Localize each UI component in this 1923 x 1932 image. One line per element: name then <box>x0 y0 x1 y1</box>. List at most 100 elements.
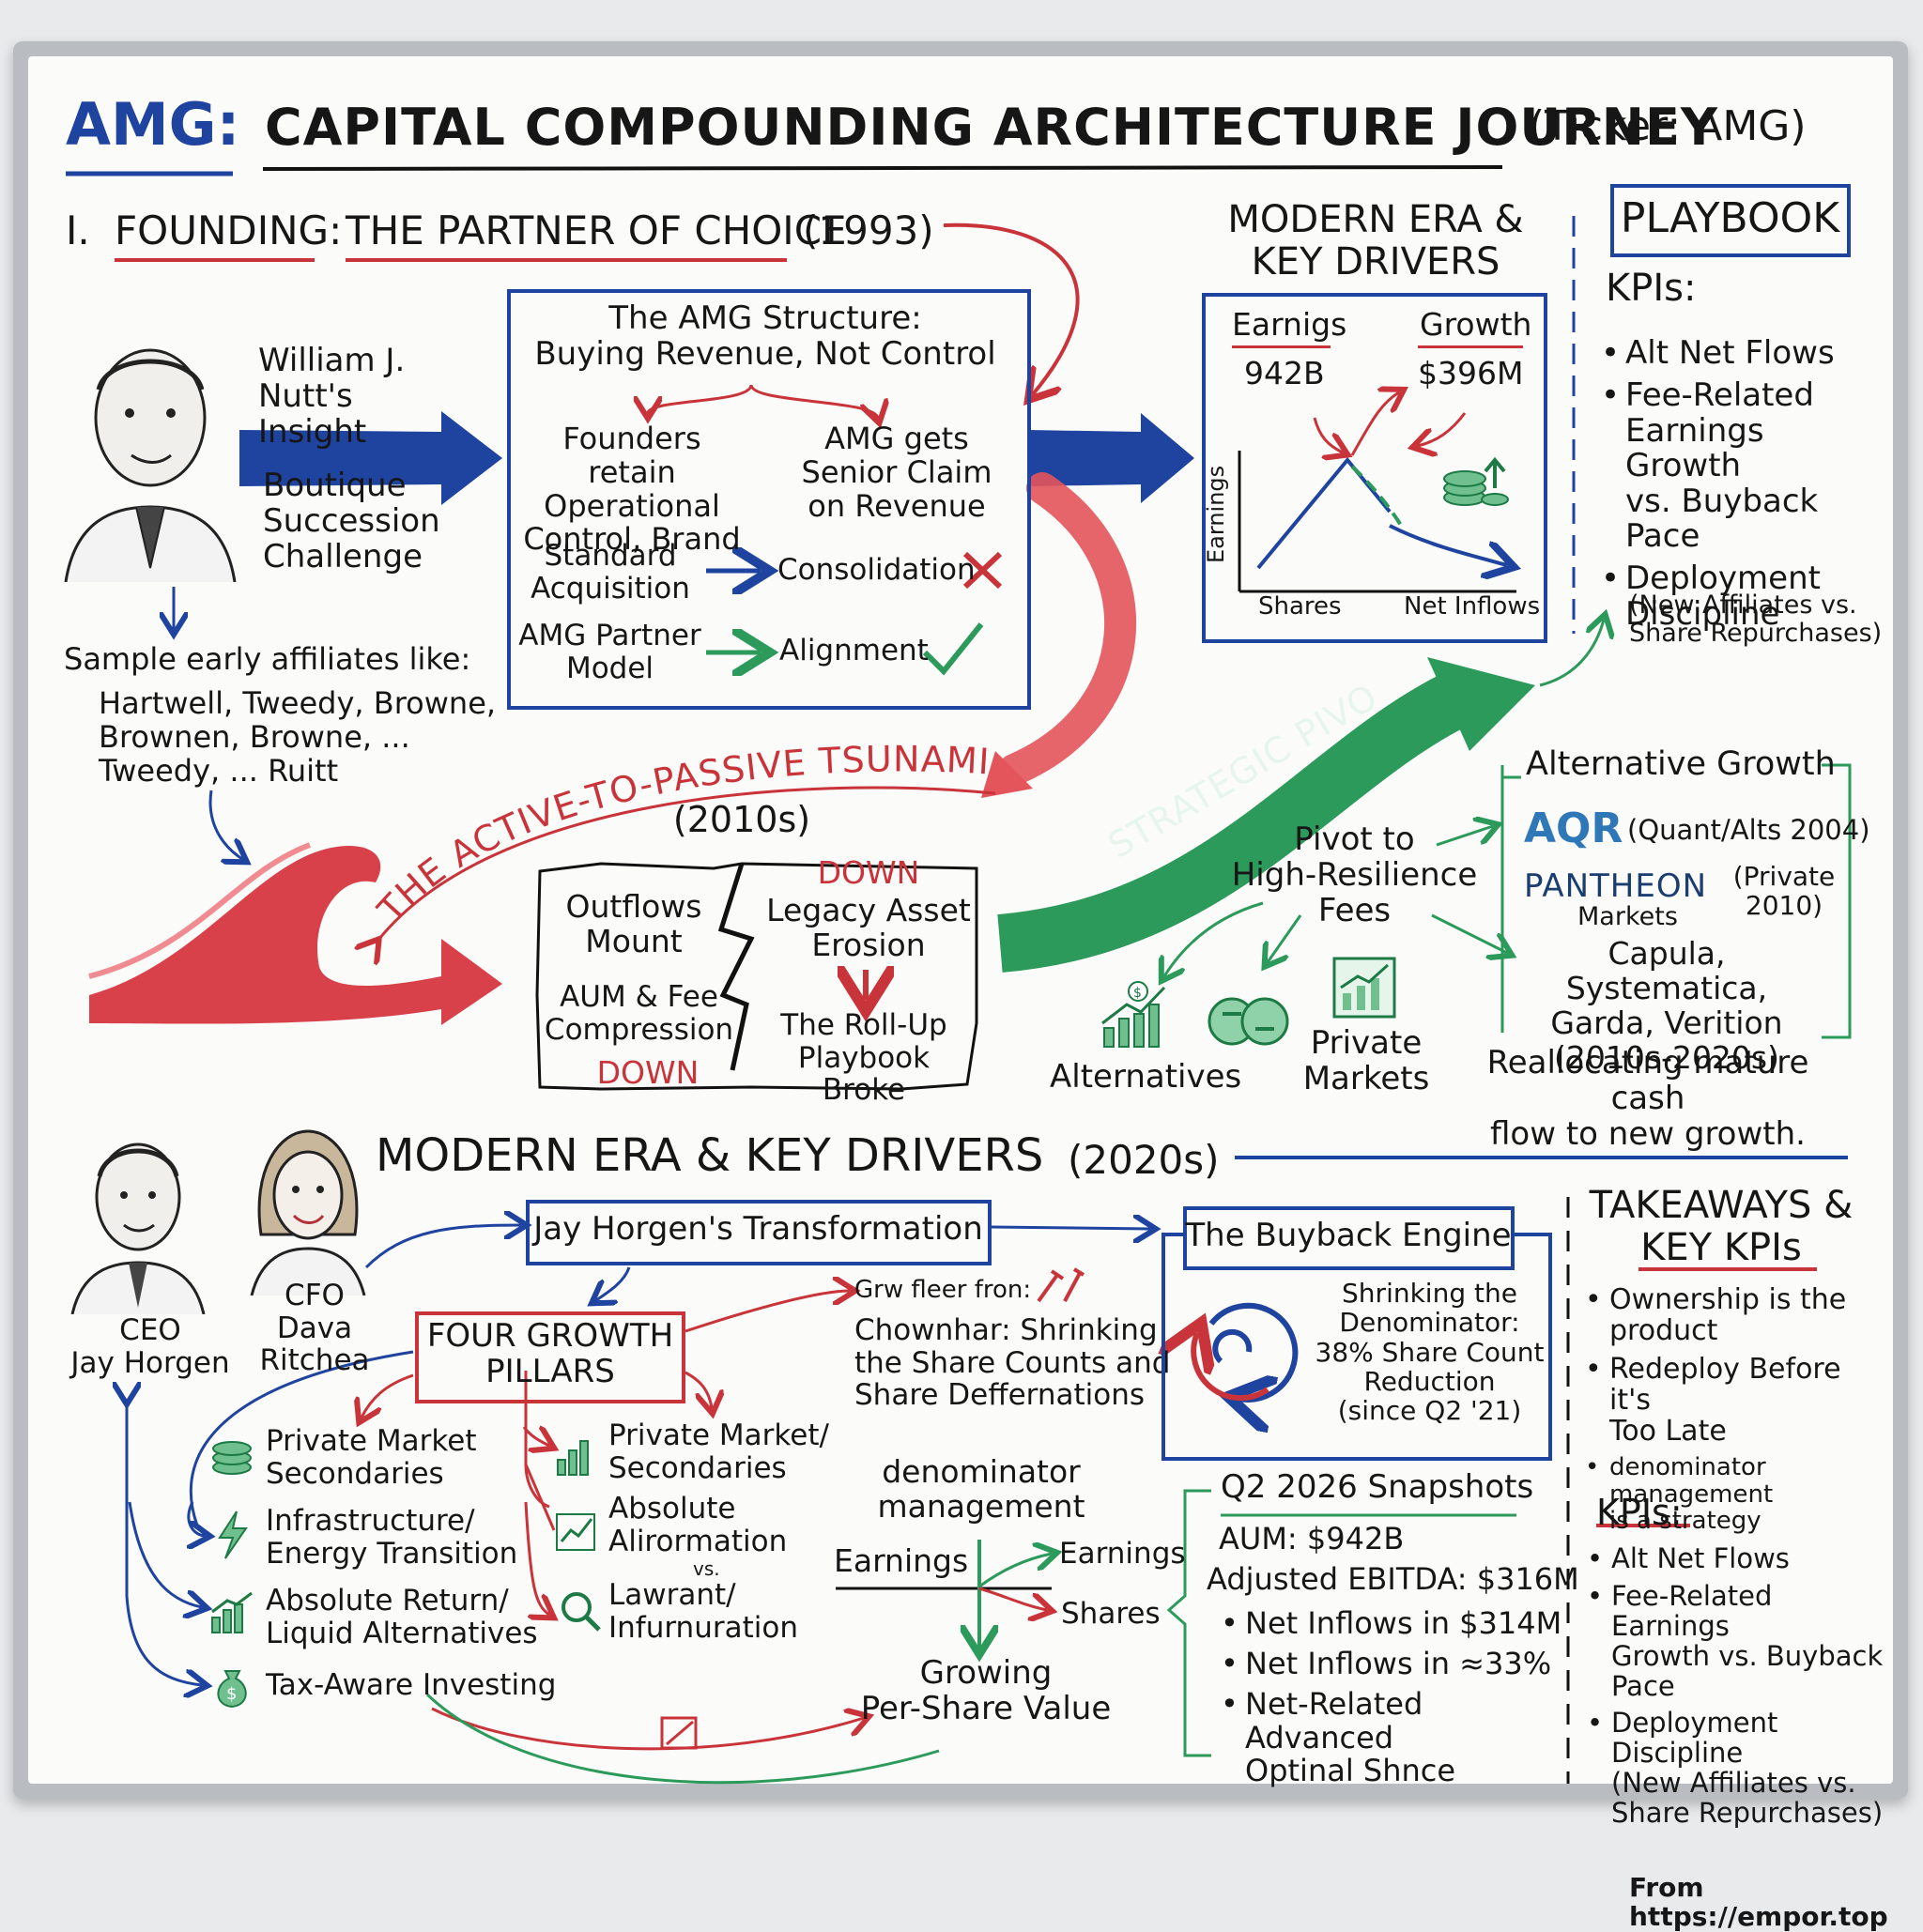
gear-search-icon <box>562 1592 601 1632</box>
growth-value: $396M <box>1418 355 1524 391</box>
alternatives-chart-icon: $ <box>1101 981 1166 1048</box>
playbook-box <box>1610 184 1851 257</box>
mid-item-absolute: Absolute Alirormation <box>608 1492 788 1558</box>
denom-shares: Shares <box>1061 1597 1161 1631</box>
aqr-note: (Quant/Alts 2004) <box>1627 814 1870 846</box>
tsunami-years: (2010s) <box>672 799 811 840</box>
playbook-kpis: KPIs: <box>1606 267 1697 310</box>
buyback-title-box <box>1183 1206 1515 1270</box>
playbook-list: Alt Net Flows Fee-Related Earnings Growt… <box>1601 335 1883 639</box>
takeaway-kpi-item: Fee-Related Earnings Growth vs. Buyback … <box>1587 1581 1887 1702</box>
modern-title: MODERN ERA & KEY DRIVERS <box>376 1129 1044 1182</box>
affiliates-list: Hartwell, Tweedy, Browne, Brownen, Brown… <box>99 685 497 789</box>
playbook-item: Fee-Related Earnings Growth vs. Buyback … <box>1601 378 1883 554</box>
other-affiliates: Capula, Systematica, Garda, Verition (20… <box>1550 935 1783 1076</box>
down-label-1: DOWN <box>817 854 920 891</box>
svg-text:$: $ <box>226 1684 237 1704</box>
reallocating-text: Reallocating mature cash flow to new gro… <box>1486 1044 1809 1154</box>
title-main: CAPITAL COMPOUNDING ARCHITECTURE JOURNEY <box>265 98 1718 157</box>
private-markets-chart-icon <box>1332 957 1396 1019</box>
amg-partner-model: AMG Partner Model <box>518 619 701 685</box>
takeaways-kpis: KPIs: <box>1596 1492 1683 1533</box>
chart-x-left-label: Shares <box>1258 592 1342 621</box>
snapshot-aum: AUM: $942B <box>1219 1521 1405 1556</box>
private-markets-label: Private Markets <box>1302 1024 1430 1098</box>
structure-title: The AMG Structure: Buying Revenue, Not C… <box>534 299 996 374</box>
transformation-title: Jay Horgen's Transformation <box>533 1210 983 1248</box>
source-footer: From https://empor.top <box>1629 1872 1888 1932</box>
cfo-portrait <box>250 1129 366 1296</box>
cfo-label: CFO Dava Ritchea <box>259 1279 370 1378</box>
snapshot-item: Net Inflows in $314M <box>1221 1606 1568 1640</box>
four-pillars-box <box>415 1311 685 1403</box>
mid-item-vs: vs. <box>693 1557 720 1580</box>
alternatives-label: Alternatives <box>1050 1058 1242 1096</box>
pillar-private-market: Private Market Secondaries <box>266 1424 477 1491</box>
pillar-absolute-return: Absolute Return/ Liquid Alternatives <box>266 1584 538 1650</box>
takeaways-kpi-list: Alt Net Flows Fee-Related Earnings Growt… <box>1587 1543 1887 1836</box>
per-share-value: Growing Per-Share Value <box>860 1654 1112 1728</box>
growth-label: Growth <box>1420 306 1532 343</box>
denom-earnings-left: Earnings <box>834 1542 969 1579</box>
founding-heading-a: FOUNDING: <box>115 207 343 253</box>
aum-fee-compression: AUM & Fee Compression <box>544 980 734 1047</box>
pillar-tax-aware: Tax-Aware Investing <box>266 1668 557 1702</box>
title-ticker: (Ticker: AMG) <box>1529 102 1807 150</box>
ceo-portrait <box>70 1142 206 1314</box>
earnings-label: Earnigs <box>1232 306 1347 343</box>
founding-heading-b: THE PARTNER OF CHOICE <box>346 207 847 253</box>
tools-icon <box>1037 1267 1085 1303</box>
earnings-value: 942B <box>1244 355 1325 391</box>
buyback-text: Shrinking the Denominator: 38% Share Cou… <box>1315 1278 1545 1427</box>
playbook-item: Alt Net Flows <box>1601 335 1883 372</box>
ceo-label: CEO Jay Horgen <box>70 1313 230 1380</box>
takeaway-kpi-item: Deployment Discipline (New Affiliates vs… <box>1587 1709 1887 1829</box>
denom-earnings-right: Earnings <box>1059 1537 1186 1571</box>
legacy-asset-erosion: Legacy Asset Erosion <box>766 892 971 963</box>
snapshot-title: Q2 2026 Snapshots <box>1221 1468 1534 1506</box>
founding-heading-num: I. <box>66 207 90 253</box>
takeaways-title: TAKEAWAYS & KEY KPIs <box>1589 1184 1854 1269</box>
exchange-icon <box>1208 997 1289 1046</box>
trend-icon <box>556 1513 595 1551</box>
money-stack-icon <box>1443 456 1509 506</box>
mid-chart-icon <box>557 1440 589 1476</box>
denominator-title: denominator management <box>877 1453 1085 1525</box>
chownhar-text: Chownhar: Shrinking the Share Counts and… <box>854 1313 1171 1413</box>
transformation-box <box>526 1200 992 1265</box>
takeaway-item: Ownership is the product <box>1585 1284 1885 1346</box>
whiteboard <box>28 56 1893 1784</box>
consolidation-label: Consolidation <box>777 553 976 587</box>
mid-item-private-market: Private Market/ Secondaries <box>608 1418 829 1485</box>
chart-y-axis-label: Earnings <box>1203 465 1229 563</box>
takeaway-kpi-item: Alt Net Flows <box>1587 1543 1887 1574</box>
rollup-playbook-broke: The Roll-Up Playbook Broke <box>780 1008 947 1108</box>
money-bag-icon: $ <box>217 1670 247 1709</box>
modern-years: (2020s) <box>1068 1137 1220 1183</box>
pillar-infrastructure: Infrastructure/ Energy Transition <box>266 1504 518 1571</box>
pivot-center: Pivot to High-Resilience Fees <box>1231 820 1478 930</box>
playbook-title: PLAYBOOK <box>1620 194 1840 242</box>
alignment-label: Alignment <box>779 634 929 667</box>
grow-note: Grw fleer fron: <box>854 1276 1032 1304</box>
snapshot-list: Net Inflows in $314M Net Inflows in ≈33%… <box>1221 1606 1568 1795</box>
outflows-mount: Outflows Mount <box>565 888 702 959</box>
svg-text:$: $ <box>1133 986 1142 1001</box>
aqr-logo: AQR <box>1524 805 1623 852</box>
amg-structure-box <box>507 289 1031 710</box>
modern-top-title: MODERN ERA & KEY DRIVERS <box>1227 198 1524 284</box>
bar-chart-icon <box>211 1591 253 1633</box>
standard-acquisition: Standard Acquisition <box>531 539 690 606</box>
succession-challenge: Boutique Succession Challenge <box>263 467 440 576</box>
alt-growth-title: Alternative Growth <box>1526 745 1836 783</box>
playbook-note: (New Affiliates vs. Share Repurchases) <box>1629 590 1883 649</box>
structure-founders: Founders retain Operational Control, Bra… <box>523 421 741 558</box>
takeaway-item: Redeploy Before it's Too Late <box>1585 1354 1885 1447</box>
founder-insight: William J. Nutt's Insight <box>258 342 406 452</box>
buyback-title: The Buyback Engine <box>1185 1217 1512 1254</box>
founder-portrait <box>64 348 237 582</box>
pantheon-note: (Private 2010) <box>1732 861 1836 922</box>
snapshot-item: Net Inflows in ≈33% <box>1221 1647 1568 1680</box>
four-pillars-title: FOUR GROWTH PILLARS <box>426 1317 674 1391</box>
